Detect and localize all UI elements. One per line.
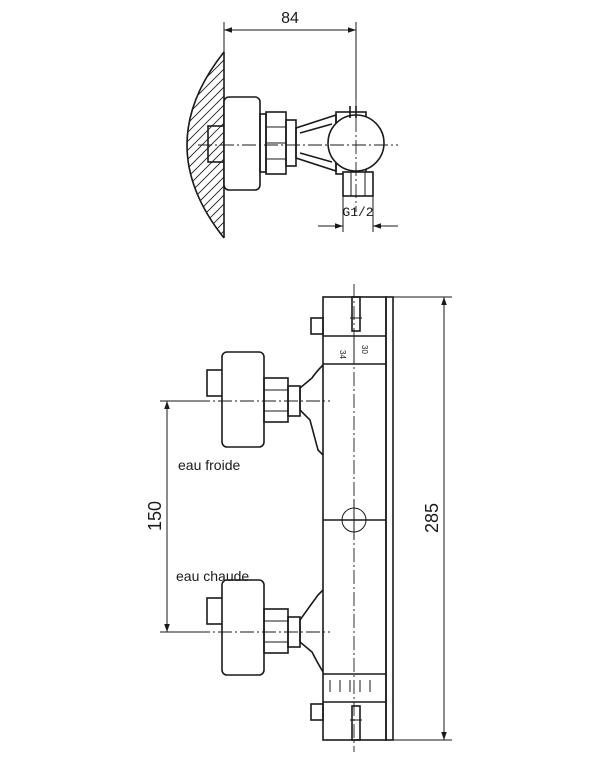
hatch-line (367, 50, 567, 250)
cold-water-label: eau froide (178, 457, 240, 473)
hatch-line (0, 50, 153, 250)
hatch-line (0, 50, 117, 250)
hatch-line (376, 50, 576, 250)
hatch-line (187, 52, 224, 238)
hatch-line (394, 50, 594, 250)
bottom-cap (310, 680, 371, 741)
top-cap (310, 296, 362, 335)
dimension-150-label: 150 (145, 501, 165, 531)
dimension-285: 285 (393, 296, 452, 741)
hatch-line (295, 50, 495, 250)
hatch-line (0, 50, 108, 250)
dimension-84-label: 84 (281, 10, 299, 27)
hatch-line (0, 50, 135, 250)
hatch-line (0, 50, 162, 250)
hatch-line (187, 52, 190, 238)
hatch-line (187, 52, 199, 238)
hatch-line (0, 50, 90, 250)
dimension-84: 84 (223, 10, 357, 100)
hatch-line (0, 50, 171, 250)
hatch-line (286, 50, 486, 250)
upper-arm-outline (299, 364, 324, 456)
top-view: 84 G1/2 (0, 10, 600, 250)
hatch-line (187, 52, 224, 238)
hatch-line (187, 52, 224, 238)
hatch-line (187, 52, 217, 238)
hatch-line (187, 52, 224, 238)
lower-arm-outline (299, 589, 324, 673)
hatch-line (0, 50, 99, 250)
hatch-line (187, 52, 208, 238)
wall-section (0, 50, 600, 250)
hatch-line (358, 50, 558, 250)
hatch-line (187, 52, 224, 238)
hatch-line (187, 52, 224, 238)
hatch-line (187, 52, 224, 238)
hatch-line (187, 52, 224, 238)
hatch-line (403, 50, 600, 250)
dimension-thread: G1/2 (318, 196, 398, 232)
hatch-line (0, 50, 180, 250)
hatch-line (187, 52, 224, 238)
temperature-scale: 34 30 (338, 336, 369, 364)
front-view: 34 30 (145, 284, 452, 752)
hatch-line (0, 50, 144, 250)
scale-label-30: 30 (360, 345, 369, 354)
hot-connector (206, 579, 301, 676)
mixer-body (322, 296, 394, 741)
hatch-line (0, 50, 126, 250)
mixer-side (295, 106, 385, 197)
wall-connector (207, 96, 297, 191)
hatch-line (187, 52, 224, 238)
hatch-line (385, 50, 585, 250)
scale-label-34: 34 (338, 350, 347, 359)
cold-connector (206, 351, 301, 448)
dimension-thread-label: G1/2 (342, 205, 373, 220)
dimension-285-label: 285 (422, 503, 442, 533)
dimension-150: 150 (145, 400, 210, 633)
hot-water-label: eau chaude (176, 568, 249, 584)
